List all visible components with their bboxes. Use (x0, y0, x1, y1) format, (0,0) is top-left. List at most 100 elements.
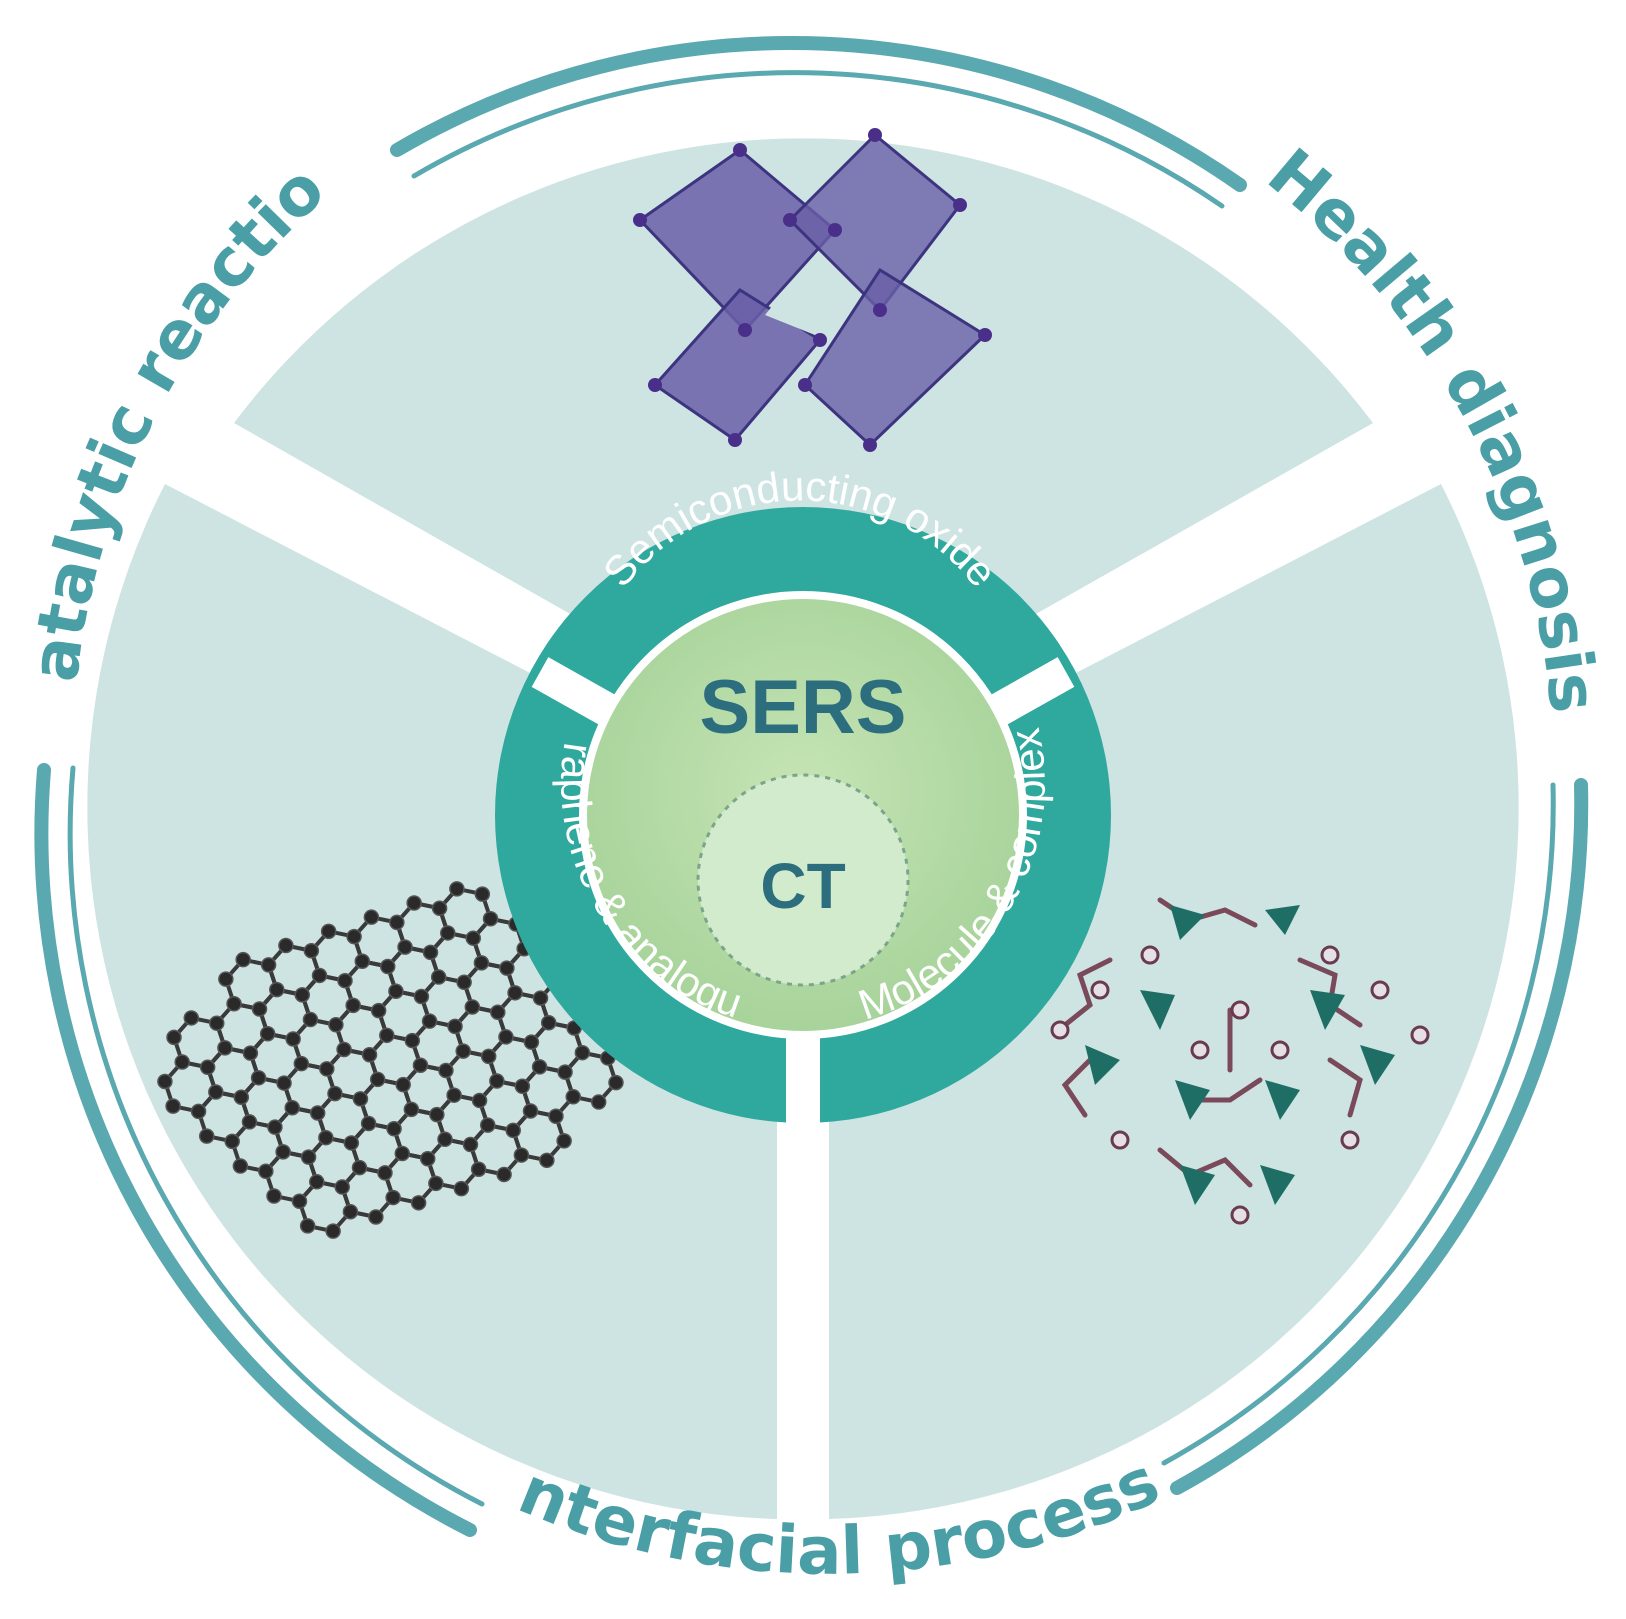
graphene-atom (309, 1174, 325, 1190)
graphene-atom (320, 923, 337, 940)
graphene-atom (217, 1040, 233, 1056)
graphene-atom (303, 943, 320, 959)
graphene-atom (242, 1045, 259, 1061)
graphene-atom (166, 1029, 182, 1046)
molecular-complex-structure (1050, 897, 1430, 1225)
graphene-atom (438, 1062, 454, 1079)
graphene-atom (360, 1115, 377, 1132)
graphene-atom (456, 974, 472, 991)
complex-tetrahedron-8 (1265, 1080, 1300, 1120)
graphene-atom (505, 1122, 521, 1139)
graphene-atom (260, 957, 277, 973)
graphene-atom (377, 1165, 393, 1181)
graphene-atom (565, 1089, 581, 1105)
graphene-atom (540, 1015, 557, 1031)
graphene-atom (514, 1078, 531, 1095)
graphene-atom (379, 958, 396, 975)
graphene-atom (479, 1117, 496, 1133)
graphene-atom (232, 1158, 249, 1174)
graphene-atom (482, 911, 499, 927)
graphene-atom (430, 969, 447, 985)
center-title: SERS (700, 665, 907, 750)
graphene-atom (403, 1101, 420, 1118)
graphene-atom (453, 1180, 470, 1197)
graphene-atom (386, 1121, 402, 1137)
graphene-atom (539, 1152, 555, 1169)
graphene-atom (343, 1135, 360, 1151)
graphene-atom (557, 1064, 573, 1080)
graphene-atom (354, 953, 371, 970)
graphene-atom (532, 990, 549, 1006)
graphene-atom (318, 1129, 334, 1146)
graphene-atom (190, 1103, 207, 1120)
graphene-atom (251, 1001, 268, 1017)
graphene-atom (294, 987, 311, 1003)
graphene-atom (346, 928, 362, 945)
graphene-atom (455, 1043, 471, 1059)
graphene-atom (157, 1073, 173, 1090)
graphene-atom (429, 1106, 445, 1123)
graphene-atom (267, 1119, 283, 1135)
graphene-atom (548, 1108, 564, 1124)
graphene-atom (464, 999, 481, 1015)
graphene-atom (449, 881, 465, 897)
graphene-atom (470, 1161, 487, 1177)
graphene-atom (299, 1218, 316, 1234)
graphene-atom (379, 1027, 395, 1044)
graphene-atom (258, 1163, 274, 1180)
graphene-atom (224, 1133, 240, 1150)
graphene-atom (276, 1075, 292, 1091)
graphene-atom (489, 1073, 505, 1089)
graphene-atom (556, 1133, 572, 1149)
graphene-atom (235, 951, 251, 968)
graphene-atom (499, 960, 515, 976)
outer-arc-left-thin (67, 765, 485, 1507)
graphene-atom (327, 1085, 343, 1102)
graphene-atom (474, 886, 491, 902)
graphene-atom (522, 1103, 539, 1119)
graphene-atom (574, 1044, 591, 1061)
complex-tetrahedron-6 (1360, 1045, 1395, 1085)
complex-tetrahedron-5 (1085, 1045, 1120, 1085)
graphene-atom (440, 925, 456, 941)
complex-tetrahedron-10 (1260, 1165, 1295, 1205)
graphene-atom (275, 1144, 291, 1160)
graphene-atom (496, 1166, 512, 1183)
graphene-structure (157, 881, 633, 1239)
sector-right (829, 484, 1519, 1519)
graphene-atom (395, 1076, 411, 1093)
graphene-atom (471, 1092, 488, 1109)
graphene-atom (421, 1013, 438, 1029)
graphene-atom (422, 944, 439, 961)
graphene-atom (490, 1004, 506, 1020)
graphene-atom (369, 1071, 386, 1088)
graphene-atom (199, 1059, 216, 1076)
outer-arcs (34, 36, 1589, 1537)
graphene-atom (419, 1150, 436, 1167)
graphene-atom (385, 1189, 401, 1206)
graphene-atom (368, 1209, 384, 1225)
graphene-atom (447, 1018, 463, 1035)
graphene-atom (608, 1074, 624, 1091)
outer-arc-top-thick (390, 36, 1247, 192)
graphene-atom (174, 1054, 190, 1070)
complex-tetrahedron-3 (1140, 990, 1175, 1030)
graphene-atom (311, 967, 328, 984)
semiconducting-oxide-structure (633, 128, 992, 452)
graphene-atom (328, 1017, 344, 1033)
complex-tetrahedron-4 (1310, 990, 1345, 1030)
graphene-atom (397, 939, 413, 955)
outer-arc-top-thin (411, 70, 1225, 209)
graphene-atom (342, 1203, 359, 1220)
graphene-atom (183, 1010, 200, 1026)
graphene-atom (250, 1070, 267, 1086)
graphene-atom (498, 1029, 514, 1045)
graphene-atom (233, 1089, 250, 1105)
graphene-atom (388, 983, 404, 999)
oxide-void (765, 290, 845, 335)
graphene-atom (531, 1059, 548, 1075)
graphene-atom (226, 996, 242, 1012)
complex-tetrahedron-1 (1170, 905, 1205, 940)
outer-arc-right-thin (1161, 782, 1556, 1466)
